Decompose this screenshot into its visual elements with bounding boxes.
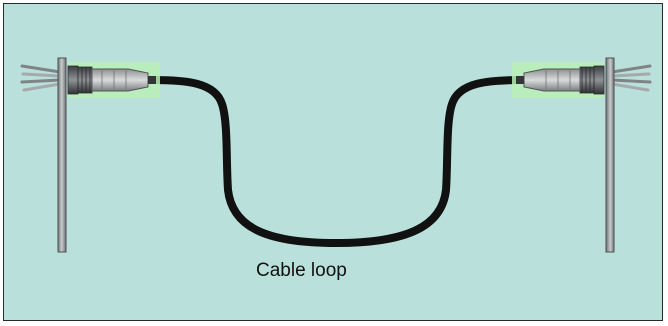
left-connector bbox=[20, 57, 160, 253]
right-wire-strands bbox=[610, 64, 652, 92]
right-connector bbox=[512, 57, 652, 253]
right-mounting-post bbox=[605, 57, 615, 253]
left-wire-strands bbox=[20, 64, 62, 92]
left-mounting-post bbox=[57, 57, 67, 253]
diagram-frame bbox=[3, 3, 663, 321]
cable bbox=[148, 76, 526, 248]
cable-loop-label: Cable loop bbox=[256, 260, 347, 281]
